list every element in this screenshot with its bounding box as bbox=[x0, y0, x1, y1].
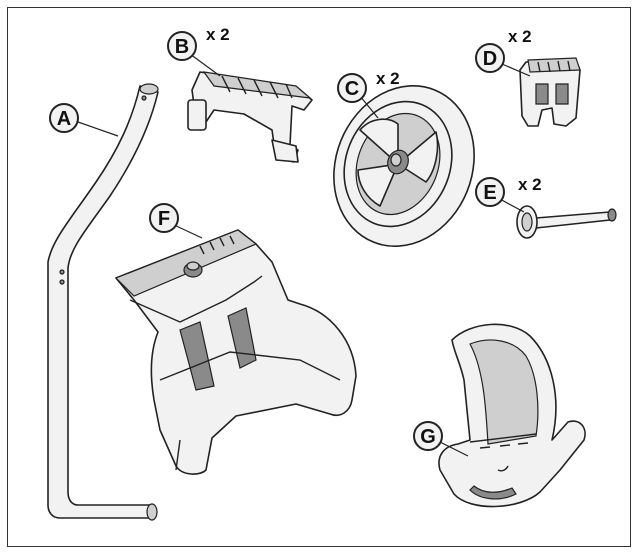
callout-f: F bbox=[149, 203, 179, 233]
qty-b: x 2 bbox=[206, 25, 230, 44]
leader-d bbox=[501, 63, 531, 77]
part-e-axle-pin bbox=[516, 205, 617, 239]
leader-b bbox=[189, 53, 221, 77]
svg-text:B: B bbox=[175, 36, 189, 58]
qty-d: x 2 bbox=[508, 27, 532, 46]
callout-e: E x 2 bbox=[475, 175, 542, 207]
part-d-small-clip bbox=[519, 57, 581, 127]
callout-b: B x 2 bbox=[167, 25, 230, 61]
leader-c bbox=[359, 95, 379, 119]
diagram-frame bbox=[7, 7, 631, 547]
svg-text:C: C bbox=[345, 78, 359, 100]
svg-text:E: E bbox=[483, 182, 496, 204]
svg-text:D: D bbox=[483, 48, 497, 70]
svg-text:A: A bbox=[57, 108, 71, 130]
callout-d: D x 2 bbox=[475, 27, 532, 73]
part-b-clip bbox=[187, 71, 313, 163]
leader-a bbox=[77, 121, 119, 137]
qty-c: x 2 bbox=[376, 69, 400, 88]
leader-f bbox=[171, 223, 203, 239]
callout-a: A bbox=[49, 103, 79, 133]
part-f-base-frame bbox=[114, 229, 357, 475]
part-c-wheel bbox=[333, 85, 475, 247]
svg-text:F: F bbox=[158, 208, 170, 230]
qty-e: x 2 bbox=[518, 175, 542, 194]
part-g-seat-shell bbox=[438, 323, 586, 508]
callout-g: G bbox=[413, 421, 443, 451]
part-a-handle-tube bbox=[47, 83, 159, 521]
svg-text:G: G bbox=[420, 426, 436, 448]
callout-c: C x 2 bbox=[337, 69, 400, 103]
